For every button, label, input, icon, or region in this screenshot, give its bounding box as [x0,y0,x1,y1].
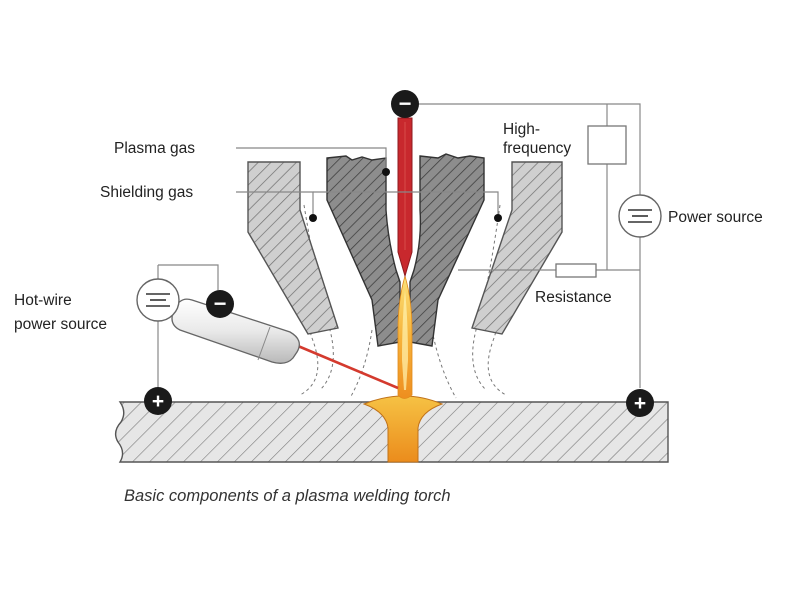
positive-terminal-left: + [144,387,172,415]
label-shielding-gas: Shielding gas [100,184,193,201]
negative-terminal-wire: − [206,290,234,318]
positive-terminal-right: + [626,389,654,417]
outer-nozzle-left [247,161,339,335]
label-resistance: Resistance [535,289,612,306]
outer-nozzle-right [471,161,563,335]
circuit-wires [157,103,641,388]
negative-terminal-electrode: − [391,90,419,118]
label-power-source: Power source [668,209,763,226]
svg-text:+: + [634,392,646,415]
label-high-frequency-line2: frequency [503,140,571,157]
inner-nozzle [326,153,485,347]
high-frequency-unit [587,125,627,165]
svg-text:+: + [152,390,164,413]
label-high-frequency-line1: High- [503,121,540,138]
label-plasma-gas: Plasma gas [114,140,195,157]
tungsten-electrode [397,117,413,278]
power-source-symbol [618,194,662,238]
gas-inlet-markers [309,168,502,222]
hot-wire-power-source-symbol [136,278,180,322]
label-hot-wire-line2: power source [14,316,107,333]
wire-guide-nozzle [171,298,300,364]
plasma-arc [397,274,413,399]
svg-text:−: − [399,91,412,116]
hot-wire [297,344,399,390]
svg-text:−: − [214,291,227,316]
resistance-symbol [555,263,597,278]
diagram-caption: Basic components of a plasma welding tor… [124,487,451,505]
label-hot-wire-line1: Hot-wire [14,292,72,309]
